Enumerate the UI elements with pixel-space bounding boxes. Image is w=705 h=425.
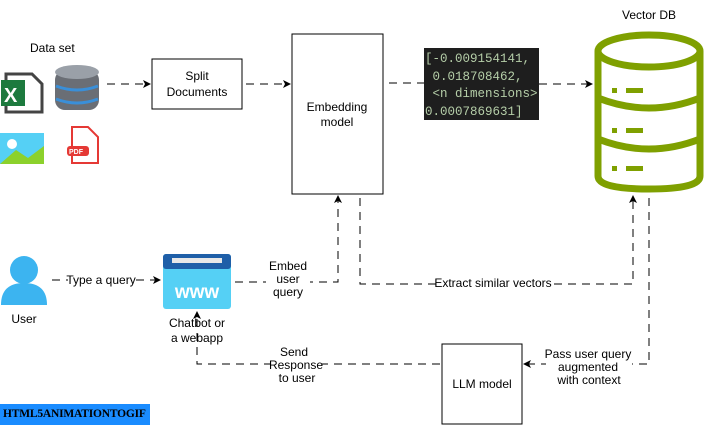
split-label-2: Documents (167, 85, 228, 99)
embedding-model-node[interactable]: Embedding model (291, 33, 384, 195)
edge-label-pass: with context (556, 373, 621, 387)
dataset-label: Data set (30, 41, 75, 55)
edge-embedding-db (359, 195, 637, 285)
vector-sample-block: [-0.009154141, 0.018708462, <n dimension… (424, 48, 539, 120)
watermark: HTML5ANIMATIONTOGIF (0, 404, 150, 425)
vector-line: 0.018708462, (425, 70, 523, 84)
vector-line: [-0.009154141, (425, 52, 530, 66)
edge-label-extract: Extract similar vectors (434, 276, 551, 290)
svg-text:X: X (4, 85, 18, 107)
edge-label-pass: Pass user query (545, 347, 632, 361)
excel-icon: X (1, 72, 44, 114)
edge-label-embed: Embed (269, 259, 307, 273)
image-icon (0, 133, 44, 164)
edge-label-embed: query (273, 285, 303, 299)
vector-db-icon[interactable] (594, 31, 704, 193)
edge-label-send: Send (280, 345, 308, 359)
www-text: www (174, 282, 220, 303)
vector-line: <n dimensions> (425, 87, 538, 101)
vector-db-label: Vector DB (622, 8, 676, 22)
embedding-label-2: model (321, 115, 354, 129)
user-icon[interactable] (1, 256, 47, 305)
www-icon[interactable]: www (163, 254, 231, 309)
user-label: User (11, 312, 36, 326)
edge-label-embed: user (276, 272, 299, 286)
llm-model-node[interactable]: LLM model (441, 343, 523, 425)
pdf-icon: PDF (67, 126, 99, 164)
edge-label-send: to user (279, 371, 316, 385)
llm-label: LLM model (452, 377, 511, 391)
vector-line: 0.0007869631] (425, 105, 523, 119)
edge-label-pass: augmented (558, 360, 618, 374)
split-label-1: Split (185, 69, 209, 83)
edge-llm-chatbot (193, 311, 440, 365)
embedding-label-1: Embedding (307, 100, 368, 114)
pdf-badge-text: PDF (69, 149, 84, 156)
edge-label-type-query: Type a query (66, 273, 135, 287)
split-documents-node[interactable]: Split Documents (151, 58, 243, 110)
edge-label-send: Response (269, 358, 323, 372)
database-icon (55, 65, 99, 110)
